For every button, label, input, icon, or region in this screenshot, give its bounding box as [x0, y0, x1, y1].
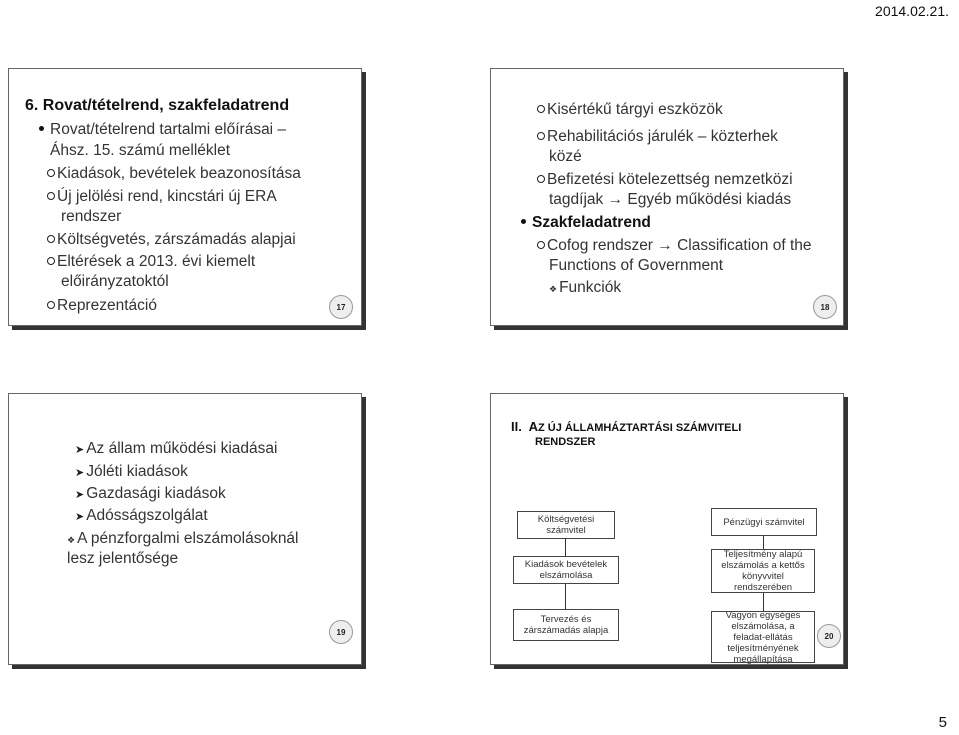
- arrowhead-bullet-icon: ➤: [75, 489, 85, 501]
- box-koltsegvetesi-szamvitel: Költségvetési számvitel: [517, 511, 615, 539]
- slide-17: 6. Rovat/tételrend, szakfeladatrend Rova…: [8, 68, 362, 326]
- ring-bullet-icon: [537, 105, 545, 113]
- ring-bullet-icon: [47, 257, 55, 265]
- slide-18-item-2-line2: közé: [549, 148, 582, 165]
- ring-bullet-icon: [537, 175, 545, 183]
- ring-bullet-icon: [537, 132, 545, 140]
- slide-19-item-5: ❖A pénzforgalmi elszámolásoknál: [67, 530, 299, 547]
- slide-19-item-3: ➤Gazdasági kiadások: [75, 485, 226, 502]
- slide-18-item-4: Cofog rendszer → Classification of the: [537, 235, 812, 256]
- slide-17-item-1: Kiadások, bevételek beazonosítása: [47, 163, 301, 184]
- slide-17-item-5: Reprezentáció: [47, 295, 157, 316]
- slide-17-title: 6. Rovat/tételrend, szakfeladatrend: [25, 97, 290, 114]
- right-arrow-icon: →: [657, 237, 673, 254]
- slide-18-item-2: Rehabilitációs járulék – közterhek: [537, 126, 778, 147]
- connector-line: [763, 535, 764, 549]
- slide-17-item-4: Eltérések a 2013. évi kiemelt: [47, 251, 255, 272]
- slide-number-badge: 20: [817, 624, 841, 648]
- slide-17-bullet-line2: Áhsz. 15. számú melléklet: [50, 142, 231, 159]
- diamond-bullet-icon: ❖: [549, 284, 558, 294]
- box-kiadasok-bevetelek: Kiadások bevételek elszámolása: [513, 556, 619, 584]
- slide-18-item-5: ❖Funkciók: [549, 279, 622, 296]
- slide-18: Kisértékű tárgyi eszközök Rehabilitációs…: [490, 68, 844, 326]
- slide-19-item-4: ➤Adósságszolgálat: [75, 507, 208, 524]
- slide-number-badge: 18: [813, 295, 837, 319]
- header-date: 2014.02.21.: [875, 3, 949, 19]
- slide-18-item-1: Kisértékű tárgyi eszközök: [537, 99, 723, 120]
- ring-bullet-icon: [537, 241, 545, 249]
- connector-line: [565, 583, 566, 609]
- box-tervezes-zarszamadas: Tervezés és zárszámadás alapja: [513, 609, 619, 641]
- arrowhead-bullet-icon: ➤: [75, 511, 85, 523]
- slide-18-heading: Szakfeladatrend: [521, 212, 651, 233]
- box-teljesitmeny-alapu: Teljesítmény alapú elszámolás a kettős k…: [711, 549, 815, 593]
- slide-17-item-4-line2: előirányzatoktól: [61, 273, 169, 290]
- slide-20-title-line2: RENDSZER: [535, 436, 596, 448]
- slide-18-item-3: Befizetési kötelezettség nemzetközi: [537, 169, 793, 190]
- slide-19-item-1: ➤Az állam működési kiadásai: [75, 440, 278, 457]
- ring-bullet-icon: [47, 192, 55, 200]
- page-number: 5: [938, 714, 947, 731]
- slide-18-item-3-line2: tagdíjak → Egyéb működési kiadás: [549, 191, 792, 208]
- slide-17-item-2: Új jelölési rend, kincstári új ERA: [47, 186, 277, 207]
- slide-19-item-2: ➤Jóléti kiadások: [75, 463, 188, 480]
- ring-bullet-icon: [47, 169, 55, 177]
- slide-number-badge: 17: [329, 295, 353, 319]
- bullet-dot-icon: [521, 219, 526, 224]
- slide-19-item-5-line2: lesz jelentősége: [67, 550, 179, 567]
- slide-number-badge: 19: [329, 620, 353, 644]
- diamond-bullet-icon: ❖: [67, 535, 76, 545]
- arrowhead-bullet-icon: ➤: [75, 467, 85, 479]
- connector-line: [763, 593, 764, 611]
- slide-20: II. AZ ÚJ ÁLLAMHÁZTARTÁSI SZÁMVITELI REN…: [490, 393, 844, 665]
- slide-20-title: II. AZ ÚJ ÁLLAMHÁZTARTÁSI SZÁMVITELI: [511, 419, 742, 434]
- bullet-dot-icon: [39, 126, 44, 131]
- ring-bullet-icon: [47, 235, 55, 243]
- slide-18-item-4-line2: Functions of Government: [549, 257, 724, 274]
- arrowhead-bullet-icon: ➤: [75, 444, 85, 456]
- box-penzugyi-szamvitel: Pénzügyi számvitel: [711, 508, 817, 536]
- slide-17-item-2-line2: rendszer: [61, 208, 122, 225]
- ring-bullet-icon: [47, 301, 55, 309]
- box-vagyon-egyseges: Vagyon egységes elszámolása, a feladat-e…: [711, 610, 815, 664]
- slide-19: ➤Az állam működési kiadásai ➤Jóléti kiad…: [8, 393, 362, 665]
- slide-17-item-3: Költségvetés, zárszámadás alapjai: [47, 229, 296, 250]
- connector-line: [565, 538, 566, 556]
- slide-17-bullet-line1: Rovat/tételrend tartalmi előírásai –: [39, 119, 286, 140]
- right-arrow-icon: →: [607, 191, 624, 208]
